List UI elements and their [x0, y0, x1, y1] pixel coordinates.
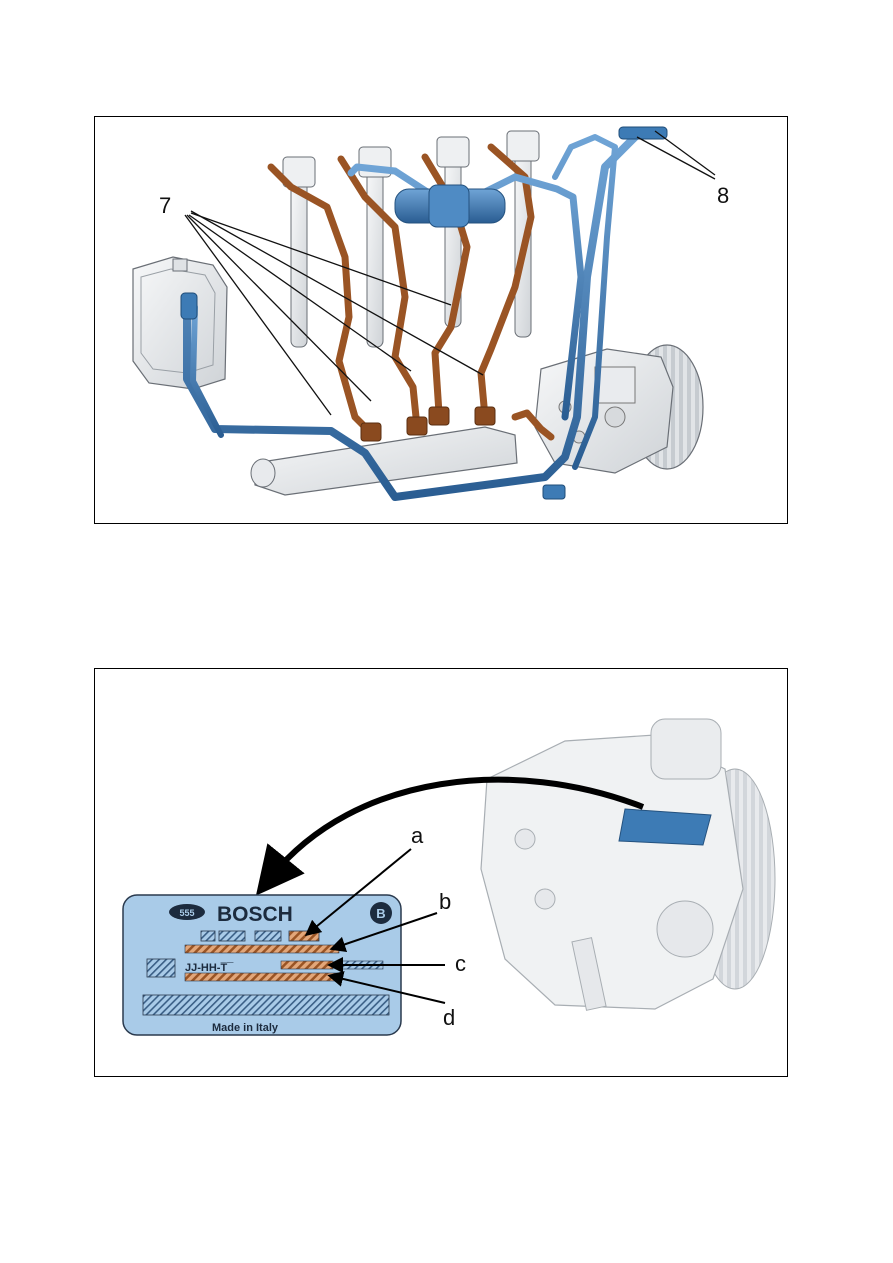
callout-label-d: d — [443, 1005, 455, 1030]
plate-location-marker — [618, 808, 712, 846]
injector-2 — [358, 146, 392, 348]
pump-plate-illustration: 555 BOSCH B JJ-HH-T̅ ̅̅̅ Made in Italy — [122, 718, 776, 1036]
figure-pump-plate-panel: 555 BOSCH B JJ-HH-T̅ ̅̅̅ Made in Italy — [94, 668, 788, 1077]
callout-label-7: 7 — [159, 193, 171, 218]
field-b — [184, 944, 340, 954]
field-d — [184, 972, 340, 982]
return-pipes — [183, 133, 639, 501]
pipe-fittings — [360, 406, 496, 442]
callout-label-b: b — [439, 889, 451, 914]
return-pipe-filter — [394, 184, 506, 228]
badge-right-text: B — [376, 906, 385, 921]
plate-brand: BOSCH — [217, 903, 293, 926]
callout-label-a: a — [411, 823, 424, 848]
badge-left — [169, 904, 205, 920]
badge-left-text: 555 — [179, 908, 194, 918]
injector-1 — [282, 156, 316, 348]
fuel-filter-housing — [132, 256, 228, 390]
field-a — [288, 930, 320, 942]
callout-label-c: c — [455, 951, 466, 976]
return-connectors — [180, 126, 668, 500]
callout-8-leaders — [636, 130, 716, 180]
identification-plate: 555 BOSCH B JJ-HH-T̅ ̅̅̅ Made in Italy — [122, 894, 402, 1036]
high-pressure-pump — [534, 344, 704, 474]
location-arrow — [255, 776, 645, 896]
field-c — [280, 960, 334, 970]
plate-callout-leaders — [304, 848, 446, 1004]
badge-right — [370, 902, 392, 924]
figure-fuel-circuit-panel: 7 8 — [94, 116, 788, 524]
plate-code-line: JJ-HH-T̅ ̅̅̅ — [185, 962, 234, 974]
callout-7-leaders — [184, 210, 484, 416]
plate-footer: Made in Italy — [212, 1022, 279, 1034]
pump-body — [480, 718, 776, 1011]
fuel-circuit-illustration: 7 8 — [132, 126, 729, 501]
callout-label-8: 8 — [717, 183, 729, 208]
common-rail — [250, 426, 518, 496]
